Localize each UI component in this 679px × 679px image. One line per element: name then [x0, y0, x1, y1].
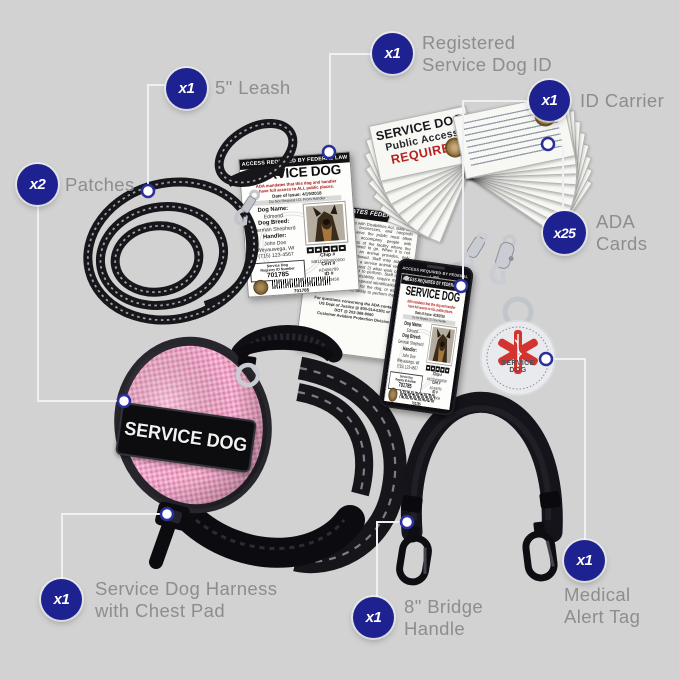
label-patches: Patches — [65, 174, 135, 195]
connector-registered-id — [329, 53, 373, 150]
callout-dot — [321, 144, 337, 160]
label-medical-tag: Medical Alert Tag — [564, 584, 641, 627]
service-dog-id-card: ACCESS REQUIRED BY FEDERAL LAW SERVICE D… — [238, 151, 360, 298]
badge-leash-count: x1 — [166, 68, 207, 109]
callout-dot — [399, 514, 415, 530]
bridge-handle — [396, 391, 563, 586]
tag-clasp-icon — [489, 234, 517, 285]
badge-patches-count: x2 — [17, 164, 58, 205]
connector-patches — [37, 205, 124, 402]
leash — [83, 119, 298, 325]
connector-harness — [61, 513, 166, 580]
label-ada-cards: ADA Cards — [596, 211, 648, 254]
callout-dot — [453, 278, 469, 294]
badge-medical-tag-count: x1 — [564, 540, 605, 581]
connector-medical-tag — [548, 358, 586, 541]
callout-dot — [538, 351, 554, 367]
holder-window: ACCESS REQUIRED BY FEDERAL LAW SERVICE D… — [383, 273, 468, 410]
badge-ada-cards-count: x25 — [543, 211, 586, 254]
leash-clasp-icon — [234, 189, 260, 227]
label-harness: Service Dog Harness with Chest Pad — [95, 578, 278, 621]
dog-photo — [426, 323, 458, 367]
service-dog-id-card-mini: ACCESS REQUIRED BY FEDERAL LAW SERVICE D… — [383, 273, 468, 410]
id-carrier: ACCESS REQUIRED BY FEDERAL LAW ACCESS RE… — [378, 231, 488, 418]
star-of-life-icon — [498, 330, 538, 374]
carabiner-icon — [522, 521, 558, 582]
connector-leash — [147, 84, 168, 191]
label-id-carrier: ID Carrier — [580, 90, 665, 111]
dog-photo — [302, 200, 349, 246]
badge-registered-id-count: x1 — [372, 33, 413, 74]
label-registered-id: Registered Service Dog ID — [422, 32, 553, 75]
badge-id-carrier-count: x1 — [529, 80, 570, 121]
label-bridge-handle: 8" Bridge Handle — [404, 596, 484, 639]
connector-id-carrier — [462, 100, 530, 284]
callout-dot — [540, 136, 556, 152]
connector-ada-cards — [550, 144, 564, 212]
callout-dot — [116, 393, 132, 409]
callout-dot — [159, 506, 175, 522]
badge-bridge-handle-count: x1 — [353, 597, 394, 638]
callout-dot — [140, 183, 156, 199]
medical-tag-art — [480, 234, 556, 396]
badge-harness-count: x1 — [41, 579, 82, 620]
carabiner-icon — [396, 525, 432, 586]
label-leash: 5" Leash — [215, 77, 291, 98]
connector-bridge-handle — [376, 521, 405, 597]
